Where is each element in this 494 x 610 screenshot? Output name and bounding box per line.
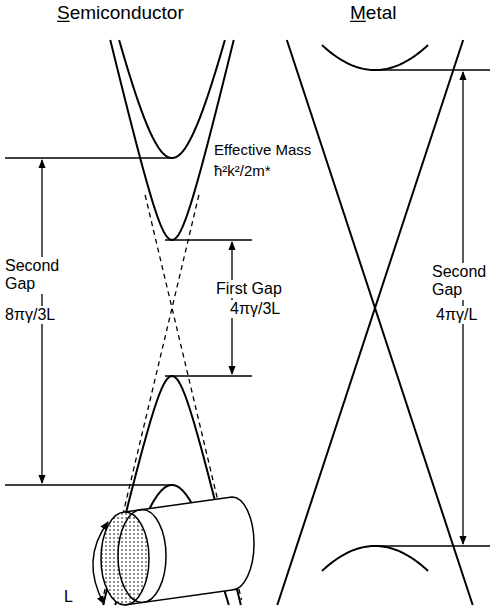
- metal-band: [322, 45, 428, 70]
- formula: 4πγ/L: [434, 306, 479, 324]
- panel-title: Semiconductor: [55, 2, 186, 24]
- gap-label: First Gap: [214, 280, 284, 298]
- gap-label: Second Gap: [3, 257, 67, 294]
- formula: ħ²k²/2m*: [212, 162, 273, 179]
- band-annotation: Effective Mass: [212, 141, 313, 158]
- panel-title: Metal: [348, 2, 398, 24]
- cylinder-end-face: [101, 512, 149, 605]
- gap-level-line: [165, 375, 252, 376]
- cylinder-section: [118, 510, 166, 603]
- gap-level-line: [5, 484, 172, 485]
- semiconductor-band: [110, 40, 233, 240]
- gap-level-line: [165, 239, 252, 240]
- metal-band: [322, 546, 428, 571]
- gap-level-line: [5, 157, 172, 158]
- formula: 4πγ/3L: [228, 300, 282, 318]
- gap-level-line: [375, 69, 490, 70]
- gap-level-line: [375, 545, 490, 546]
- semiconductor-band: [119, 40, 225, 158]
- circumference-label: L: [62, 588, 75, 606]
- circumference-arrow: [93, 522, 108, 604]
- formula: 8πγ/3L: [3, 306, 57, 324]
- gap-label: Second Gap: [430, 263, 490, 300]
